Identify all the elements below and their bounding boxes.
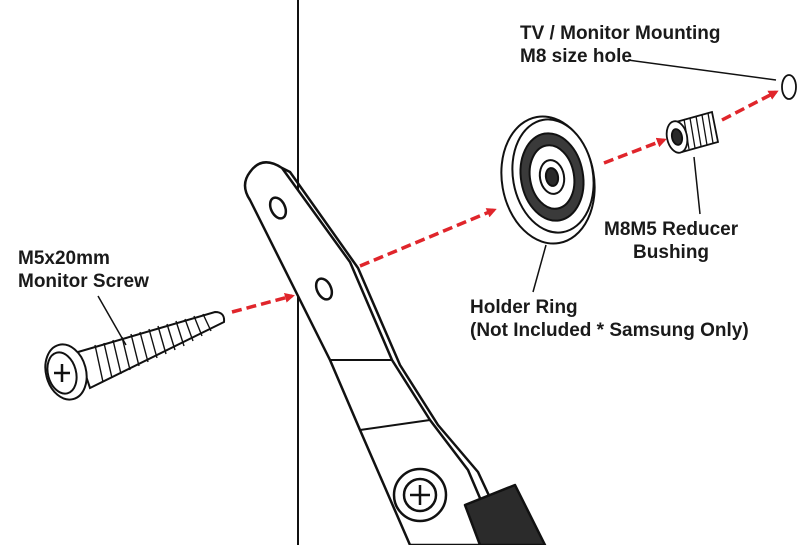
leader-ring [532, 244, 547, 293]
leader-screw [97, 295, 127, 346]
holder-ring [500, 115, 596, 245]
arrow-ring-to-bushing [603, 137, 667, 165]
leader-bushing [693, 156, 701, 215]
bushing-label-line2: Bushing [633, 242, 710, 263]
leader-tv-hole [627, 59, 777, 81]
monitor-screw [44, 310, 226, 401]
screw-label-line1: M5x20mm [18, 248, 110, 269]
screw-label-line2: Monitor Screw [18, 271, 149, 292]
tv-hole-label: TV / Monitor Mounting M8 size hole [520, 22, 721, 68]
arrow-bracket-to-ring [359, 208, 497, 268]
holder-ring-label-line1: Holder Ring [470, 297, 578, 318]
arrow-screw-to-bracket [231, 292, 295, 314]
bushing-label: M8M5 Reducer Bushing [604, 218, 738, 264]
holder-ring-label-line2: (Not Included * Samsung Only) [470, 320, 749, 341]
holder-ring-label: Holder Ring (Not Included * Samsung Only… [470, 296, 749, 342]
mounting-bracket [243, 161, 547, 545]
screw-label: M5x20mm Monitor Screw [18, 247, 149, 293]
reducer-bushing [665, 110, 720, 154]
bushing-label-line1: M8M5 Reducer [604, 219, 739, 240]
mounting-hole [781, 74, 797, 100]
arrow-bushing-to-hole [721, 90, 779, 122]
tv-hole-label-line1: TV / Monitor Mounting [520, 23, 721, 44]
tv-hole-label-line2: M8 size hole [520, 46, 632, 67]
